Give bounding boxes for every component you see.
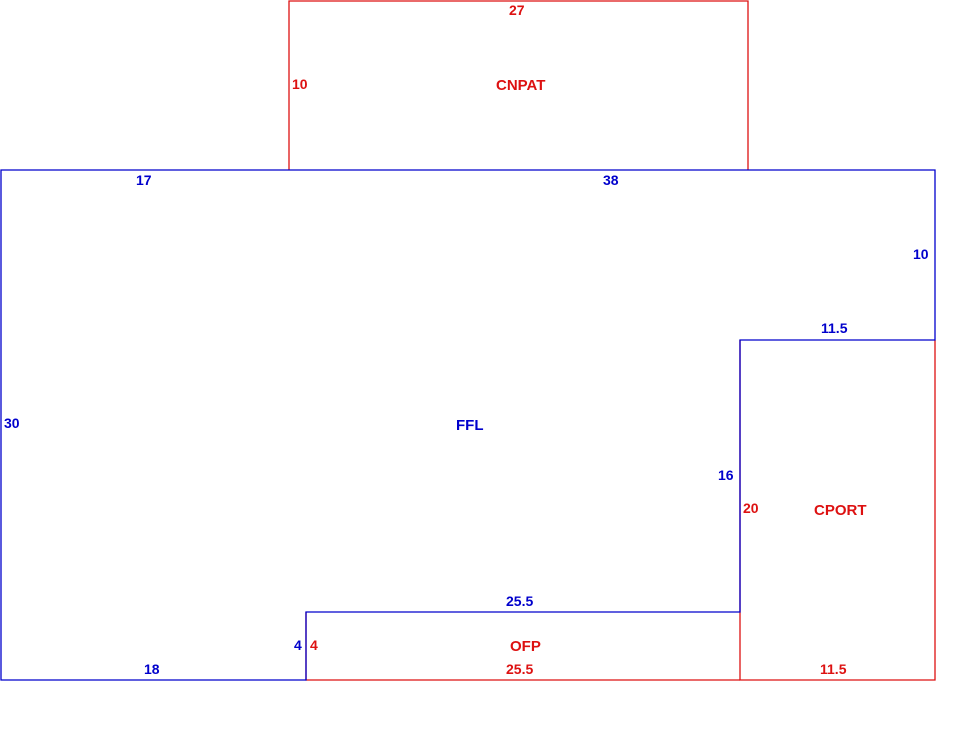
cnpat-outline [288,0,749,170]
cnpat-label: CNPAT [496,77,546,94]
ofp-label: OFP [510,638,541,655]
dim-ffl-inner-vertical: 16 [718,467,734,483]
ffl-label: FFL [456,417,484,434]
dim-ffl-top-right: 38 [603,172,619,188]
dim-ofp-bottom: 25.5 [506,661,534,677]
dim-ffl-left: 30 [4,415,20,431]
dim-ffl-right-upper: 10 [913,246,929,262]
dim-ffl-step-small: 4 [294,637,302,653]
cport-label: CPORT [814,502,867,519]
dim-cnpat-top: 27 [509,2,525,18]
dim-ffl-top-left: 17 [136,172,152,188]
dim-cport-left: 20 [743,500,759,516]
dim-ffl-inner-bottom: 25.5 [506,593,534,609]
dim-ffl-bottom: 18 [144,661,160,677]
dim-ffl-step: 11.5 [821,320,848,336]
dim-cport-bottom: 11.5 [820,661,847,677]
dim-ofp-left: 4 [310,637,318,653]
ffl-outline [0,169,936,681]
dim-cnpat-left: 10 [292,76,308,92]
